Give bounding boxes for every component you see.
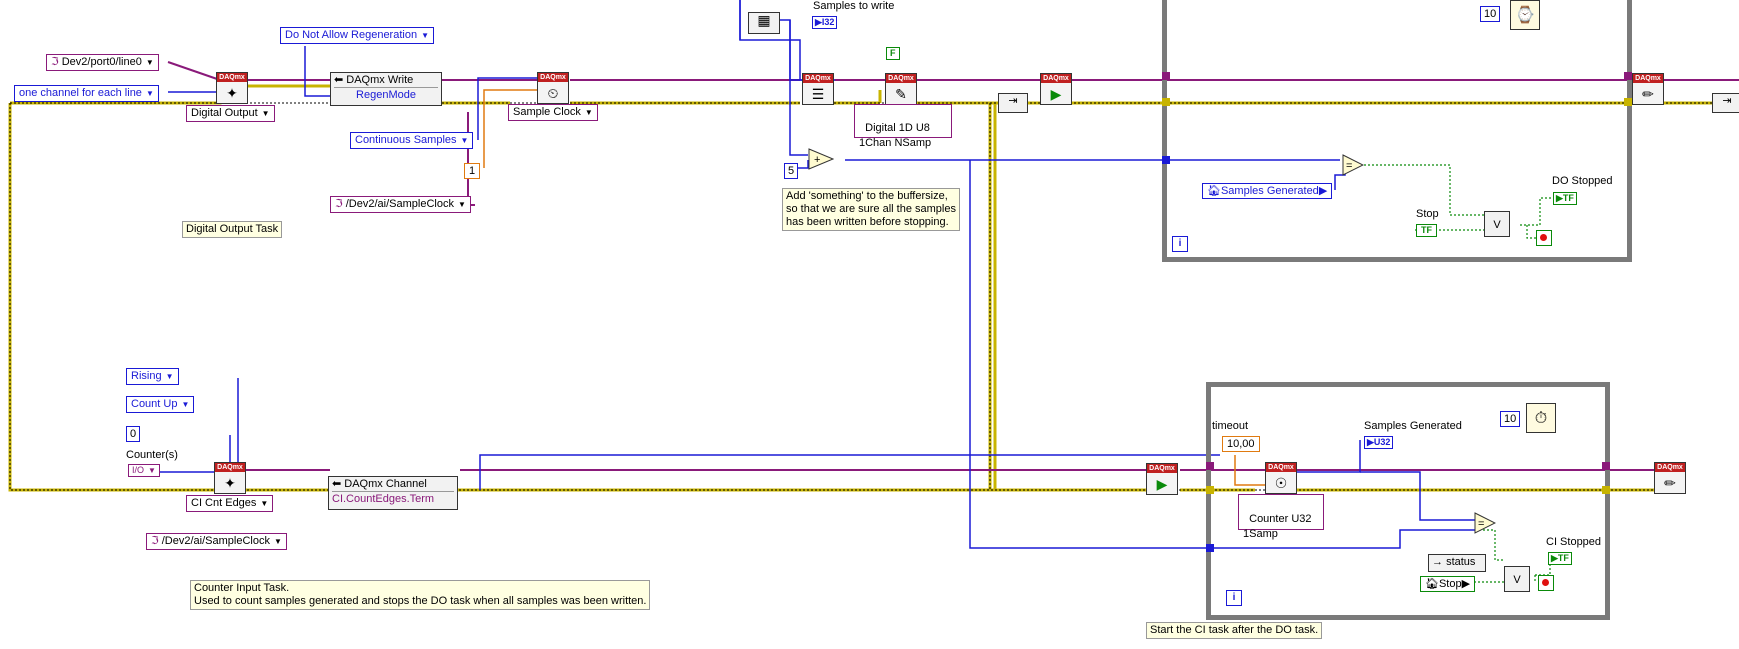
ci-cnt-edges-selector[interactable]: CI Cnt Edges▼ <box>186 495 274 512</box>
svg-text:=: = <box>1478 518 1484 530</box>
loop-tunnel <box>1162 156 1170 164</box>
counters-label: Counter(s) <box>126 449 178 461</box>
daqmx-read-icon[interactable]: DAQmx☉ <box>1265 462 1297 494</box>
initial-count-constant[interactable]: 0 <box>126 426 141 442</box>
daqmx-write-icon[interactable]: DAQmx✎ <box>885 73 917 105</box>
daqmx-property-icon[interactable]: DAQmx☰ <box>802 73 834 105</box>
daqmx-timing-icon[interactable]: DAQmx⏲ <box>537 72 569 104</box>
digital-output-comment: Digital Output Task <box>182 221 283 238</box>
daqmx-clear-icon[interactable]: DAQmx✏ <box>1632 73 1664 105</box>
dropdown-icon: ▼ <box>145 58 154 67</box>
read-format-selector[interactable]: Counter U32 1Samp <box>1238 494 1324 540</box>
count-up-control[interactable]: Count Up▼ <box>126 396 195 413</box>
equal-icon[interactable]: = <box>1474 512 1497 537</box>
loop-tunnel <box>1624 98 1632 106</box>
iteration-terminal: i <box>1226 590 1242 606</box>
regeneration-control[interactable]: Do Not Allow Regeneration▼ <box>280 27 434 44</box>
or-icon[interactable]: V <box>1504 566 1530 592</box>
dropdown-icon: ▼ <box>584 108 593 117</box>
samples-to-write-label: Samples to write <box>813 0 895 12</box>
loop-tunnel <box>1206 462 1214 470</box>
clock-rate-constant[interactable]: 1 <box>464 163 481 179</box>
equal-icon[interactable]: = <box>1342 154 1365 179</box>
merge-errors-icon[interactable]: ⇥ <box>998 93 1028 113</box>
svg-text:=: = <box>1346 160 1352 172</box>
start-ci-comment: Start the CI task after the DO task. <box>1146 622 1323 639</box>
timeout-constant[interactable]: 10,00 <box>1222 436 1260 452</box>
dropdown-icon: ▼ <box>421 31 429 40</box>
loop-tunnel <box>1206 544 1214 552</box>
ci-stopped-indicator: ▶TF <box>1548 552 1572 565</box>
sample-clock-selector[interactable]: Sample Clock▼ <box>508 104 598 121</box>
wait-constant-bottom[interactable]: 10 <box>1500 411 1521 427</box>
sample-clock-source-control[interactable]: ℑ /Dev2/ai/SampleClock▼ <box>330 196 471 213</box>
loop-condition-stop[interactable] <box>1538 575 1554 591</box>
stop-label: Stop <box>1416 208 1439 220</box>
loop-tunnel <box>1162 98 1170 106</box>
digital-output-selector[interactable]: Digital Output▼ <box>186 105 275 122</box>
counters-control[interactable]: I/O▼ <box>128 464 160 477</box>
do-while-loop[interactable] <box>1162 0 1632 262</box>
loop-tunnel <box>1602 486 1610 494</box>
svg-text:+: + <box>814 154 820 166</box>
or-icon[interactable]: V <box>1484 211 1510 237</box>
error-handler-icon[interactable]: ⇥ <box>1712 93 1739 113</box>
wait-ms-icon[interactable]: ⏱ <box>1526 403 1556 433</box>
daqmx-write-property-node[interactable]: ⬅︎ DAQmx Write RegenMode <box>330 72 442 106</box>
add-icon[interactable]: + <box>808 148 835 170</box>
iteration-terminal: i <box>1172 236 1188 252</box>
add-constant[interactable]: 5 <box>784 163 799 179</box>
unbundle-status-node[interactable]: → status <box>1428 554 1486 572</box>
samples-generated-label: Samples Generated <box>1364 420 1462 432</box>
dropdown-icon: ▼ <box>260 499 269 508</box>
rising-edge-control[interactable]: Rising▼ <box>126 368 179 385</box>
loop-tunnel <box>1624 72 1632 80</box>
counter-input-comment: Counter Input Task. Used to count sample… <box>190 580 651 610</box>
ci-source-control[interactable]: ℑ /Dev2/ai/SampleClock▼ <box>146 533 287 550</box>
ci-stopped-label: CI Stopped <box>1546 536 1602 548</box>
dropdown-icon: ▼ <box>148 466 156 475</box>
write-format-selector[interactable]: Digital 1D U8 1Chan NSamp <box>854 104 952 149</box>
dropdown-icon: ▼ <box>460 136 469 145</box>
wait-constant-top[interactable]: 10 <box>1480 6 1501 22</box>
error-wire-left-vert <box>8 103 997 490</box>
samples-generated-indicator: ▶U32 <box>1364 436 1394 449</box>
dropdown-icon: ▼ <box>273 537 282 546</box>
daqmx-clear-icon[interactable]: DAQmx✏ <box>1654 462 1686 494</box>
daqmx-start-icon[interactable]: DAQmx▶ <box>1040 73 1072 105</box>
dropdown-icon: ▼ <box>457 200 466 209</box>
daqmx-start-icon[interactable]: DAQmx▶ <box>1146 463 1178 495</box>
regen-wire <box>304 46 330 97</box>
do-line-control[interactable]: ℑ Dev2/port0/line0▼ <box>46 54 159 71</box>
daqmx-create-channel-icon[interactable]: DAQmx✦ <box>216 72 248 104</box>
dropdown-icon: ▼ <box>145 89 154 98</box>
wait-ms-icon[interactable]: ⌚ <box>1510 0 1540 30</box>
daqmx-channel-property-node[interactable]: ⬅︎ DAQmx Channel CI.CountEdges.Term <box>328 476 458 510</box>
false-constant[interactable]: F <box>886 47 900 60</box>
timeout-label: timeout <box>1212 420 1249 432</box>
do-stopped-label: DO Stopped <box>1552 175 1613 187</box>
dropdown-icon: ▼ <box>181 400 190 409</box>
loop-tunnel <box>1162 72 1170 80</box>
buffer-size-comment: Add 'something' to the buffersize, so th… <box>782 188 960 231</box>
continuous-samples-control[interactable]: Continuous Samples▼ <box>350 132 474 149</box>
loop-tunnel <box>1602 462 1610 470</box>
loop-condition-stop[interactable] <box>1536 230 1552 246</box>
line-grouping-control[interactable]: one channel for each line▼ <box>14 85 159 102</box>
samples-to-write-indicator: ▶I32 <box>812 16 838 29</box>
do-stopped-indicator: ▶TF <box>1553 192 1577 205</box>
loop-tunnel <box>1206 486 1214 494</box>
ci-while-loop[interactable] <box>1206 382 1610 620</box>
stop-local[interactable]: 🏠︎Stop▶ <box>1420 576 1476 592</box>
stop-control[interactable]: TF <box>1416 224 1437 237</box>
array-size-icon[interactable]: ▦ <box>748 12 780 34</box>
dropdown-icon: ▼ <box>165 372 174 381</box>
samples-generated-local[interactable]: 🏠︎Samples Generated▶ <box>1202 183 1333 199</box>
dropdown-icon: ▼ <box>261 109 270 118</box>
daqmx-create-channel-icon[interactable]: DAQmx✦ <box>214 462 246 494</box>
